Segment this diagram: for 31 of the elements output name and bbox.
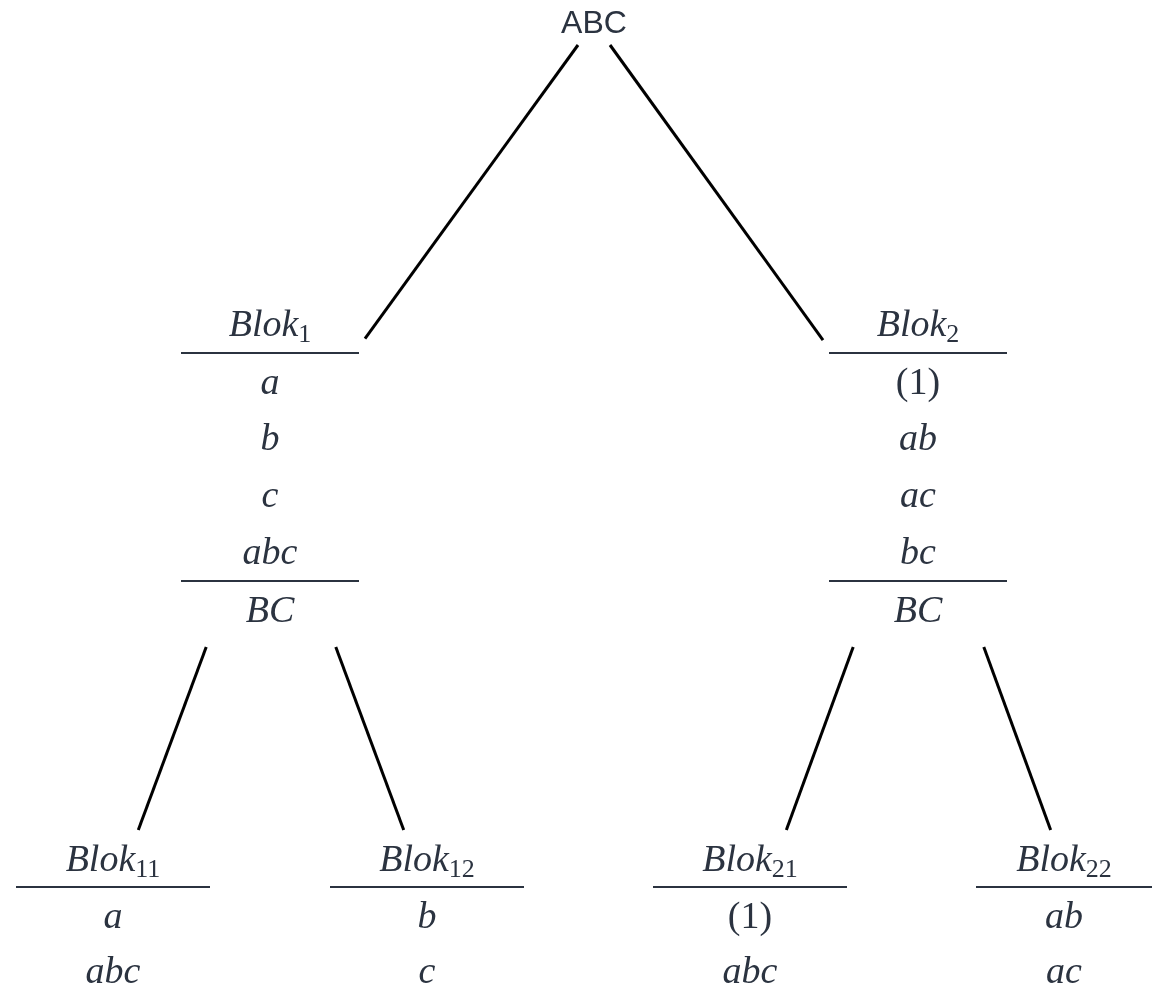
treatment-label: c: [260, 472, 280, 517]
treatment-label: b: [259, 415, 281, 460]
treatment-label: abc: [241, 529, 299, 574]
treatment-label: ac: [899, 472, 937, 517]
block-heading: Blok$_{11}$: [64, 836, 162, 885]
treatment-label: abc: [721, 948, 779, 993]
treatment-label: ac: [1045, 948, 1083, 993]
treatment-label: (1): [894, 359, 942, 404]
factor-label: BC: [892, 587, 944, 632]
connector-line: [136, 646, 208, 831]
connector-line: [363, 44, 580, 340]
root-label: ABC: [560, 3, 628, 42]
connector-line: [784, 646, 855, 831]
connector-line: [608, 44, 825, 341]
connector-line: [982, 646, 1053, 831]
treatment-label: a: [102, 893, 124, 938]
block-heading: Blok$_{21}$: [701, 836, 799, 885]
block-heading: Blok$_{12}$: [378, 836, 476, 885]
connector-line: [334, 646, 406, 831]
treatment-label: ab: [898, 415, 938, 460]
treatment-label: abc: [84, 948, 142, 993]
treatment-label: ab: [1044, 893, 1084, 938]
block-heading: Blok$_{1}$: [227, 301, 313, 350]
block-heading: Blok$_{22}$: [1015, 836, 1113, 885]
treatment-label: a: [259, 359, 281, 404]
factor-label: BC: [244, 587, 296, 632]
treatment-label: b: [416, 893, 438, 938]
block-heading: Blok$_{2}$: [875, 301, 961, 350]
treatment-label: c: [417, 948, 437, 993]
treatment-label: bc: [899, 529, 937, 574]
treatment-label: (1): [726, 893, 774, 938]
